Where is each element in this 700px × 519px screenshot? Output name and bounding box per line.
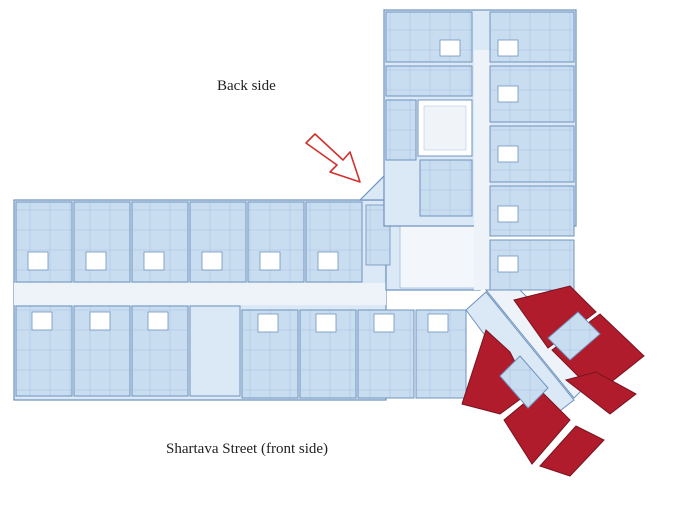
outline-arrow-icon bbox=[305, 133, 361, 183]
back-side-label: Back side bbox=[217, 78, 276, 94]
west-wing bbox=[13, 199, 467, 401]
front-side-label: Shartava Street (front side) bbox=[166, 441, 329, 457]
bathroom-details bbox=[27, 251, 449, 333]
west-north-rooms bbox=[15, 201, 363, 283]
north-wing bbox=[383, 9, 577, 291]
south-east-wing bbox=[461, 285, 645, 477]
north-west-rooms bbox=[385, 11, 473, 217]
